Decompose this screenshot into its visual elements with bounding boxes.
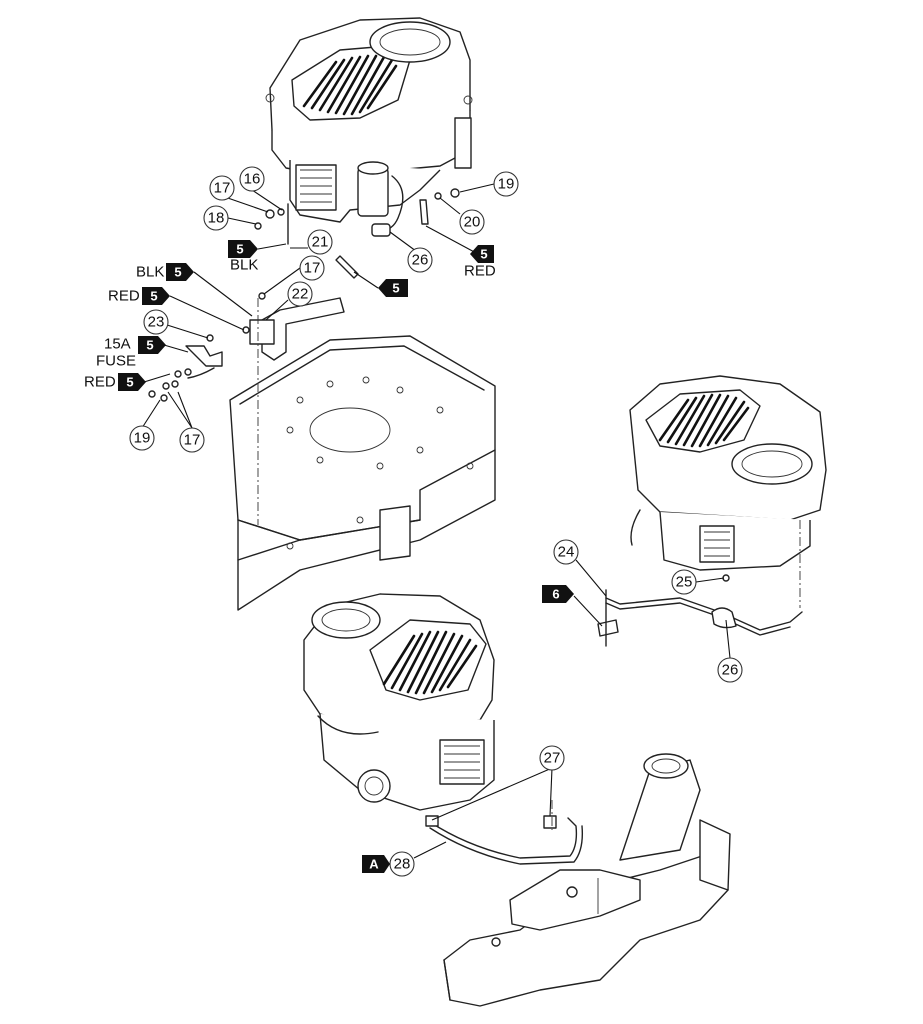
callout-23-text: 23 xyxy=(148,314,165,331)
fuel-line-right xyxy=(597,574,803,647)
callout-22: 22 xyxy=(287,281,313,307)
callout-24-text: 24 xyxy=(558,544,575,561)
top-engine-illustration xyxy=(265,17,473,237)
callout-24: 24 xyxy=(553,539,579,565)
callout-19-left: 19 xyxy=(129,425,155,451)
callout-16-text: 16 xyxy=(244,171,261,188)
callout-18-text: 18 xyxy=(208,210,225,227)
tag-a-text: A xyxy=(369,857,379,872)
callout-20: 20 xyxy=(459,209,485,235)
label-15a: 15A xyxy=(104,336,131,353)
label-fuse: FUSE xyxy=(96,353,136,370)
tag-5-fuse: 5 xyxy=(138,336,166,354)
tag-5-red-top: 5 xyxy=(470,245,494,263)
tag-5-red2: 5 xyxy=(118,373,146,391)
callout-22-text: 22 xyxy=(292,286,309,303)
tag-a: A xyxy=(362,855,390,873)
callout-25: 25 xyxy=(671,569,697,595)
right-engine-illustration xyxy=(629,375,827,608)
callout-28-text: 28 xyxy=(394,856,411,873)
callout-28: 28 xyxy=(389,851,415,877)
tag-5-mid: 5 xyxy=(378,279,408,297)
label-red-left2: RED xyxy=(84,374,116,391)
tag-6: 6 xyxy=(542,585,574,603)
tag-5-red1: 5 xyxy=(142,287,170,305)
tag-5-red-top-text: 5 xyxy=(480,247,487,262)
bottom-engine-illustration xyxy=(303,593,495,811)
callout-27-text: 27 xyxy=(544,750,561,767)
label-blk-left: BLK xyxy=(136,264,164,281)
tag-6-text: 6 xyxy=(552,587,559,602)
label-red-left: RED xyxy=(108,288,140,305)
callout-17-left: 17 xyxy=(179,427,205,453)
callout-19-top: 19 xyxy=(493,171,519,197)
tag-5-blk-top: 5 xyxy=(228,240,258,258)
tag-5-blk-top-text: 5 xyxy=(236,242,243,257)
callout-16: 16 xyxy=(239,166,265,192)
callout-26-top: 26 xyxy=(407,247,433,273)
callout-21: 21 xyxy=(307,229,333,255)
callout-19-top-text: 19 xyxy=(498,176,515,193)
callout-17-top: 17 xyxy=(209,175,235,201)
callout-25-text: 25 xyxy=(676,574,693,591)
tag-5-blk: 5 xyxy=(166,263,194,281)
callout-26-top-text: 26 xyxy=(412,252,429,269)
tag-5-mid-text: 5 xyxy=(392,281,399,296)
top-hardware xyxy=(254,188,460,300)
label-blk-under: BLK xyxy=(230,257,258,274)
tag-5-red2-text: 5 xyxy=(126,375,133,390)
callout-26-right: 26 xyxy=(717,657,743,683)
tag-5-blk-text: 5 xyxy=(174,265,181,280)
callout-20-text: 20 xyxy=(464,214,481,231)
callout-17-mid-text: 17 xyxy=(304,260,321,277)
callout-23: 23 xyxy=(143,309,169,335)
callout-17-left-text: 17 xyxy=(184,432,201,449)
tag-5-red1-text: 5 xyxy=(150,289,157,304)
tag-5-fuse-text: 5 xyxy=(146,338,153,353)
callout-19-left-text: 19 xyxy=(134,430,151,447)
callout-18: 18 xyxy=(203,205,229,231)
leader-lines xyxy=(141,183,731,859)
callout-21-text: 21 xyxy=(312,234,329,251)
fuel-tank-illustration xyxy=(443,753,731,1007)
fuel-line-bottom xyxy=(425,800,584,865)
callout-17-mid: 17 xyxy=(299,255,325,281)
callout-17-top-text: 17 xyxy=(214,180,231,197)
callout-26-right-text: 26 xyxy=(722,662,739,679)
label-red-under: RED xyxy=(464,263,496,280)
bracket-assembly xyxy=(148,297,345,402)
callout-27: 27 xyxy=(539,745,565,771)
frame-illustration xyxy=(229,298,496,611)
